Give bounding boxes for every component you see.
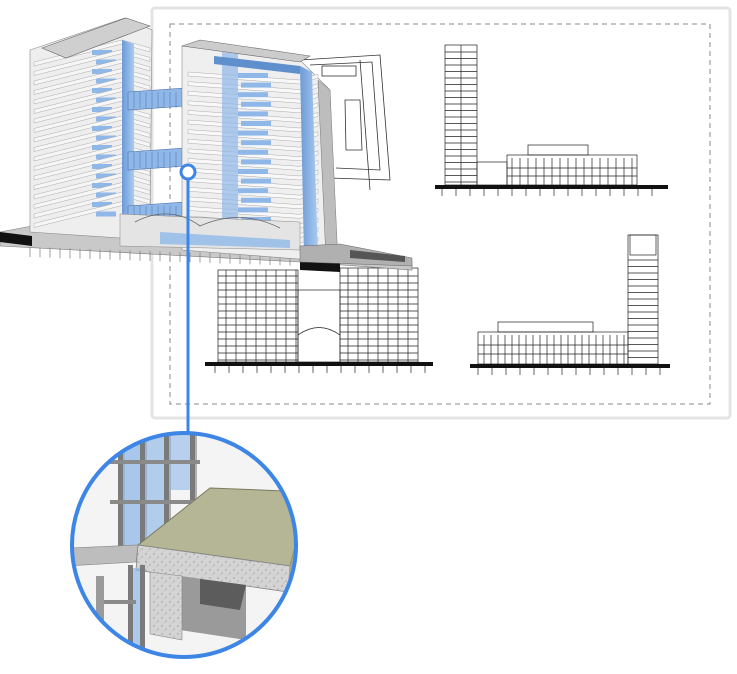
callout-dot-icon bbox=[179, 163, 197, 181]
detail-magnifier-ring bbox=[70, 431, 298, 659]
slab-detail-icon bbox=[70, 431, 298, 659]
callout-leader bbox=[179, 163, 197, 445]
building-model-3d bbox=[0, 17, 413, 272]
elevation-drawing-top bbox=[435, 44, 668, 196]
elevation-drawing-bottom-right bbox=[470, 234, 670, 375]
elevation-drawing-bottom-left bbox=[205, 267, 433, 373]
